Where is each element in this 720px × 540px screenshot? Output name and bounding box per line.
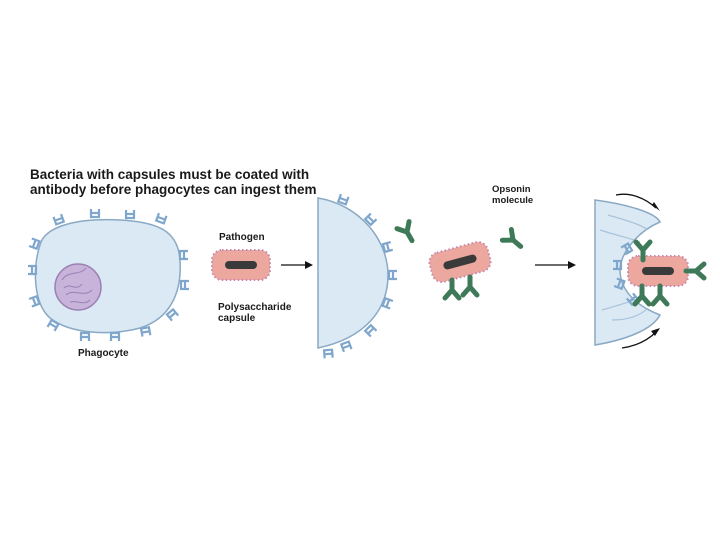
arrow-icon xyxy=(281,261,313,269)
phagocyte-cell-1 xyxy=(28,209,189,341)
opsonin-label: Opsonin molecule xyxy=(492,184,533,206)
bacterium-icon xyxy=(427,240,493,285)
nucleus-icon xyxy=(55,264,101,310)
capsule-label: Polysaccharide capsule xyxy=(218,302,291,324)
pathogen-label: Pathogen xyxy=(219,232,265,243)
antibody-icon xyxy=(397,222,418,245)
antibody-icon xyxy=(445,277,477,298)
bacterium-icon xyxy=(212,250,270,280)
bacterium-icon xyxy=(628,256,688,286)
diagram-title: Bacteria with capsules must be coated wi… xyxy=(30,167,317,197)
phagocyte-cell-2 xyxy=(318,194,397,358)
arrow-icon xyxy=(535,261,576,269)
opsonin-antibody-icon xyxy=(502,229,525,251)
phagocyte-label: Phagocyte xyxy=(78,348,129,359)
